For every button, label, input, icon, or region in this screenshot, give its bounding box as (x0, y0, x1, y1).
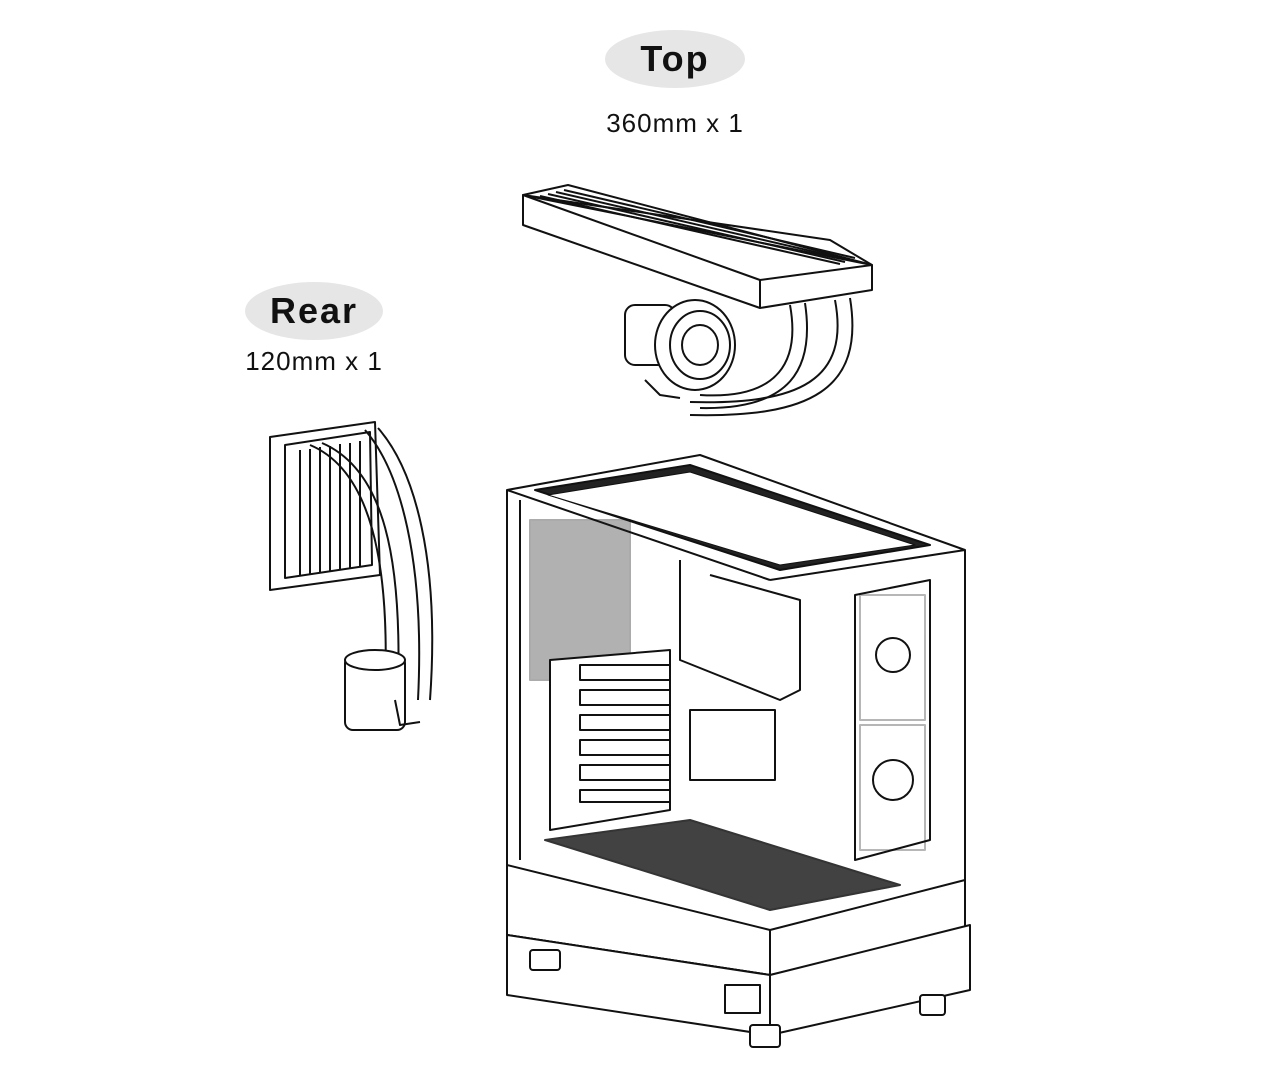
rear-120mm-radiator (269, 421, 434, 731)
top-position-label: Top (605, 30, 745, 88)
rear-radiator-quantity: 120mm x 1 (245, 346, 383, 376)
top-360mm-radiator (522, 184, 873, 417)
rear-position-label: Rear (245, 282, 383, 340)
pc-case (506, 454, 971, 1048)
top-radiator-quantity: 360mm x 1 (606, 108, 744, 138)
